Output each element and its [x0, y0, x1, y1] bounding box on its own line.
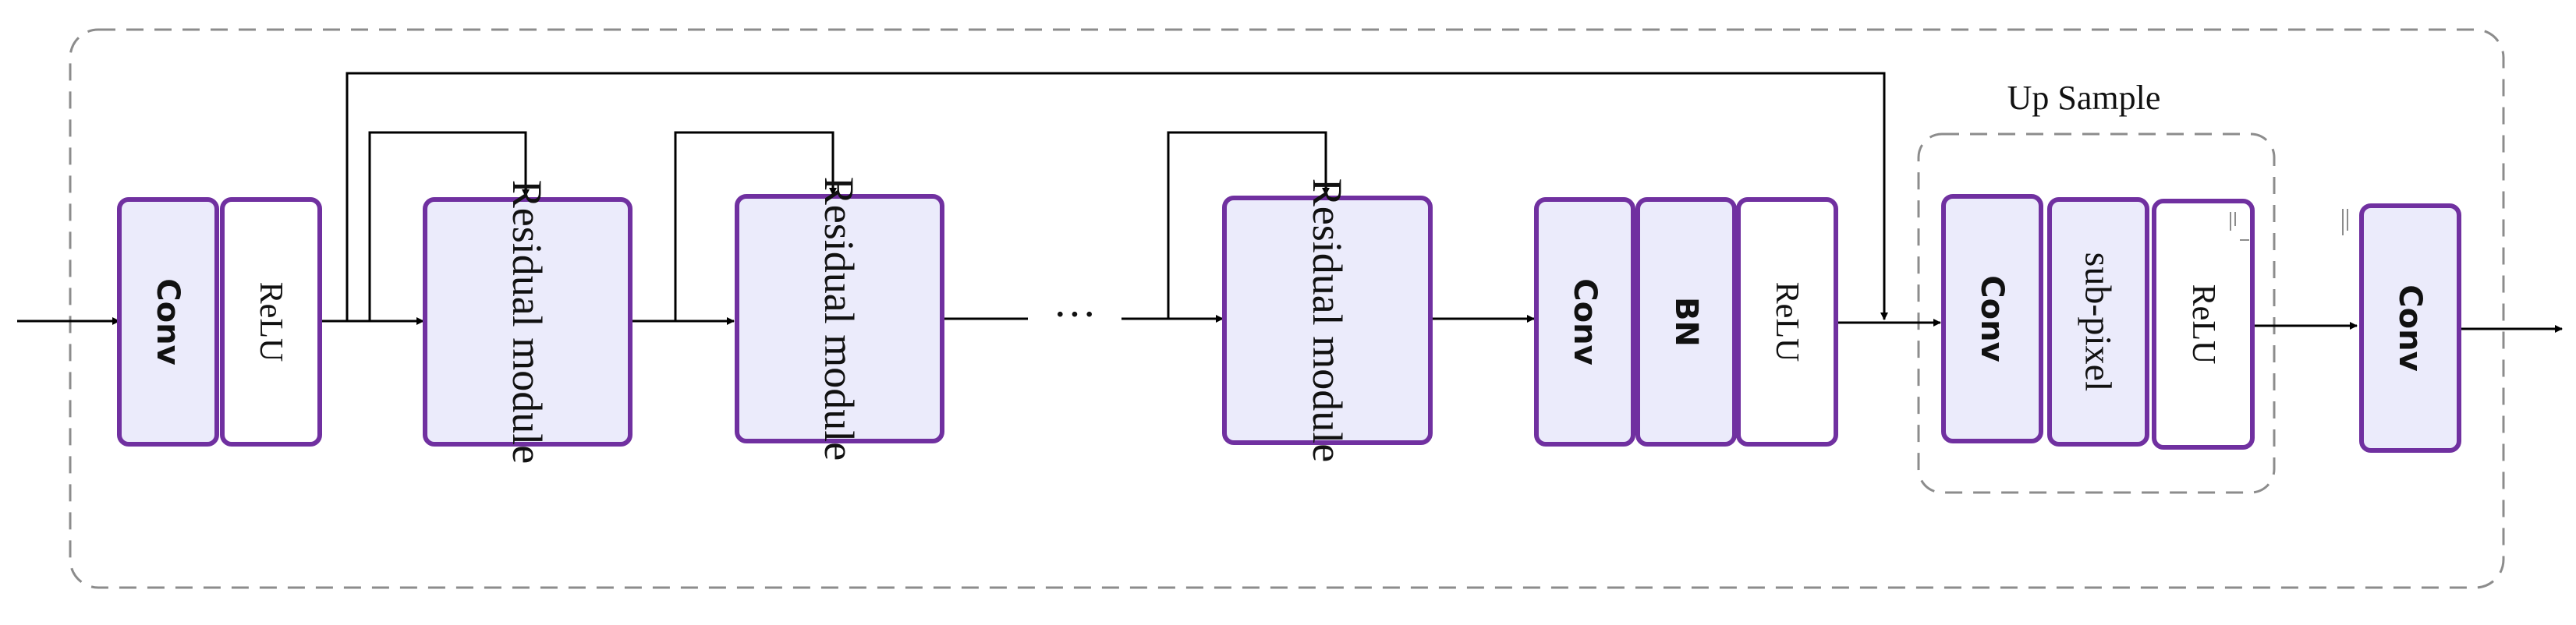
upsample-dashed-group: [1917, 132, 2276, 494]
upsample-label: Up Sample: [2007, 79, 2161, 117]
svg-text:ReLU: ReLU: [2185, 284, 2221, 365]
connections: [17, 72, 2563, 333]
svg-text:Residual module: Residual module: [1304, 178, 1351, 462]
block-sub-pixel: sub-pixel: [2047, 197, 2149, 447]
block-relu1: ReLU: [220, 197, 322, 447]
block-conv1: Conv: [117, 197, 219, 447]
block-residual-module-2: Residual module: [735, 177, 944, 461]
svg-text:Conv: Conv: [1974, 275, 2010, 362]
stray-marks: [2230, 209, 2348, 241]
svg-text:Conv: Conv: [2392, 284, 2428, 371]
outer-dashed-frame: [69, 28, 2505, 589]
svg-text:Residual module: Residual module: [504, 180, 551, 464]
skip-res2: [674, 131, 837, 321]
block-residual-module-1: Residual module: [423, 180, 632, 464]
long-skip-connection: [345, 72, 1888, 321]
svg-text:sub-pixel: sub-pixel: [2078, 252, 2119, 392]
skip-res1: [368, 131, 530, 321]
svg-text:ReLU: ReLU: [253, 282, 289, 362]
svg-text:BN: BN: [1668, 297, 1704, 347]
block-residual-module-3: Residual module: [1222, 178, 1433, 462]
block-relu3: ReLU: [2152, 199, 2255, 450]
svg-text:Conv: Conv: [150, 278, 186, 365]
skip-res3: [1167, 131, 1330, 319]
svg-text:Residual module: Residual module: [816, 177, 863, 461]
block-conv4: Conv: [2359, 203, 2461, 453]
block-bn: BN: [1635, 197, 1737, 447]
svg-text:Conv: Conv: [1567, 278, 1603, 365]
svg-text:ReLU: ReLU: [1769, 282, 1805, 362]
block-relu2: ReLU: [1736, 197, 1838, 447]
ellipsis: ···: [1053, 291, 1097, 339]
block-conv3: Conv: [1941, 194, 2043, 443]
block-conv2: Conv: [1534, 197, 1635, 447]
